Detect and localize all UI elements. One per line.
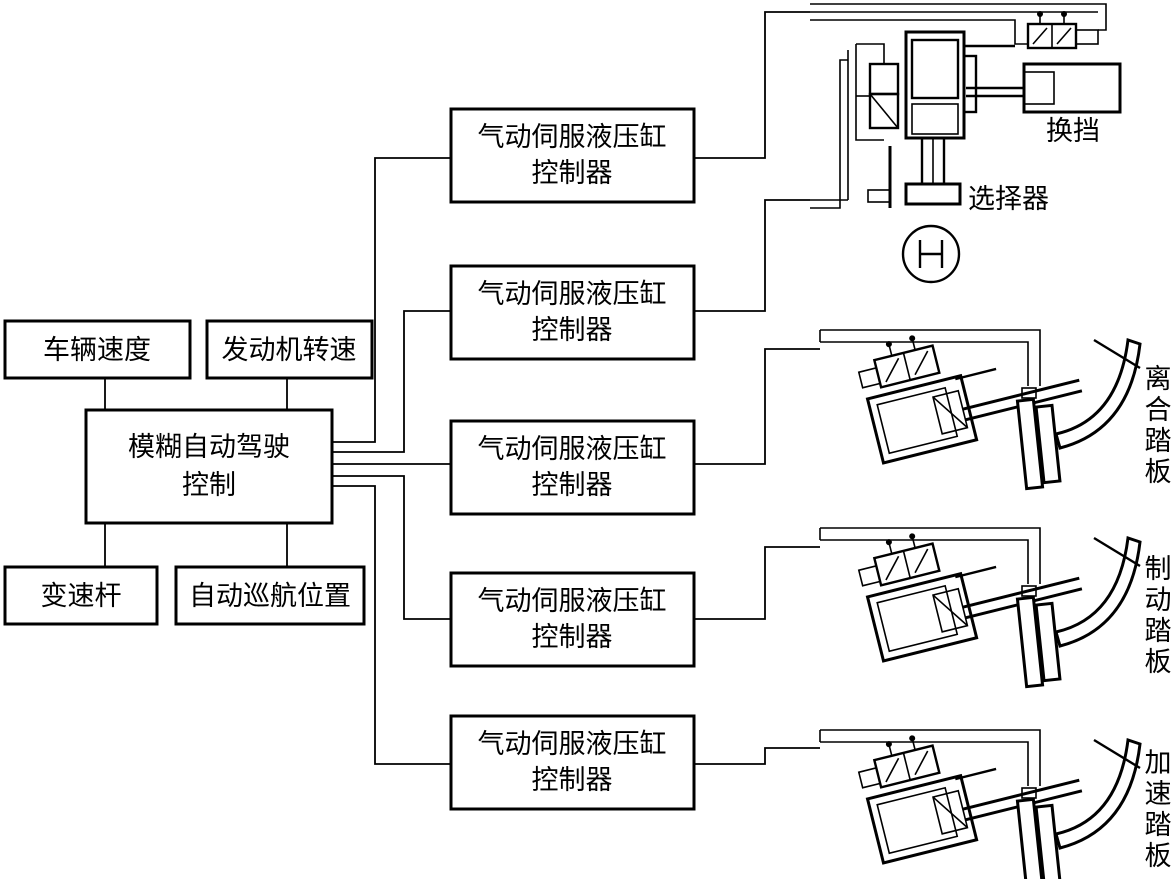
brake-char-3: 踏 bbox=[1145, 616, 1172, 647]
accel-char-2: 速 bbox=[1145, 779, 1172, 810]
clutch-pedal-label: 离 合 踏 板 bbox=[1145, 364, 1172, 488]
controller-3-line2: 控制器 bbox=[532, 470, 613, 501]
brake-char-2: 动 bbox=[1145, 585, 1172, 616]
controller-3-line1: 气动伺服液压缸 bbox=[478, 434, 667, 465]
controller-2-line2: 控制器 bbox=[532, 315, 613, 346]
accel-char-4: 板 bbox=[1145, 841, 1172, 872]
clutch-char-4: 板 bbox=[1145, 457, 1172, 488]
brake-char-4: 板 bbox=[1145, 647, 1172, 678]
controller-5-line1: 气动伺服液压缸 bbox=[478, 729, 667, 760]
selector-label: 选择器 bbox=[968, 184, 1049, 215]
controller-4-line1: 气动伺服液压缸 bbox=[478, 586, 667, 617]
vehicle-speed-label: 车辆速度 bbox=[43, 335, 151, 366]
brake-pedal-actuator bbox=[818, 495, 1142, 689]
engine-speed-label: 发动机转速 bbox=[222, 335, 357, 366]
controller-1-line2: 控制器 bbox=[532, 158, 613, 189]
clutch-pedal-actuator bbox=[818, 297, 1142, 491]
fuzzy-autopilot-block: 模糊自动驾驶 控制 bbox=[84, 408, 334, 525]
controller-5: 气动伺服液压缸 控制器 bbox=[449, 714, 696, 811]
controller-3: 气动伺服液压缸 控制器 bbox=[449, 419, 696, 516]
shift-label: 换挡 bbox=[1046, 116, 1100, 147]
accel-char-1: 加 bbox=[1145, 748, 1172, 779]
controller-4: 气动伺服液压缸 控制器 bbox=[449, 571, 696, 668]
input-cruise-position: 自动巡航位置 bbox=[174, 565, 366, 626]
gear-shift-actuator bbox=[810, 3, 1122, 284]
controller-1: 气动伺服液压缸 控制器 bbox=[449, 107, 696, 204]
accel-pedal-actuator bbox=[818, 697, 1142, 879]
controller-5-line2: 控制器 bbox=[532, 765, 613, 796]
accel-char-3: 踏 bbox=[1145, 810, 1172, 841]
center-line1: 模糊自动驾驶 bbox=[128, 432, 290, 463]
input-gear-lever: 变速杆 bbox=[3, 565, 159, 626]
input-links bbox=[104, 378, 288, 567]
center-line2: 控制 bbox=[182, 470, 236, 501]
controller-2: 气动伺服液压缸 控制器 bbox=[449, 264, 696, 361]
controller-to-actuator-links bbox=[694, 11, 820, 765]
brake-pedal-label: 制 动 踏 板 bbox=[1145, 554, 1172, 678]
clutch-char-2: 合 bbox=[1145, 395, 1172, 426]
brake-char-1: 制 bbox=[1145, 554, 1172, 585]
gear-lever-label: 变速杆 bbox=[41, 581, 122, 612]
accel-pedal-label: 加 速 踏 板 bbox=[1145, 748, 1172, 872]
input-engine-speed: 发动机转速 bbox=[205, 319, 374, 380]
controller-1-line1: 气动伺服液压缸 bbox=[478, 122, 667, 153]
controller-2-line1: 气动伺服液压缸 bbox=[478, 279, 667, 310]
controller-4-line2: 控制器 bbox=[532, 622, 613, 653]
input-vehicle-speed: 车辆速度 bbox=[3, 319, 192, 380]
clutch-char-1: 离 bbox=[1145, 364, 1172, 395]
cruise-position-label: 自动巡航位置 bbox=[189, 581, 351, 612]
center-to-controller-links bbox=[332, 157, 451, 765]
clutch-char-3: 踏 bbox=[1145, 426, 1172, 457]
